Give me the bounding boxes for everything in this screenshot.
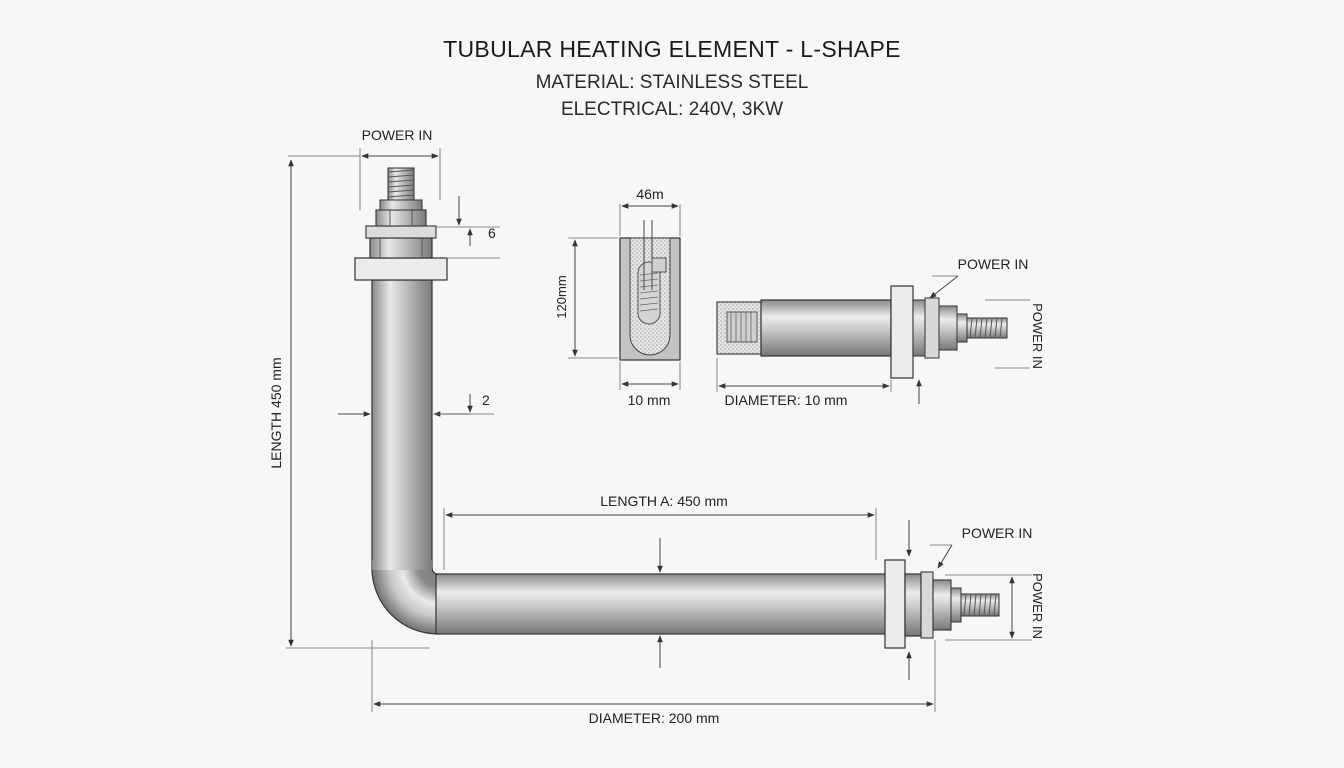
power-in-top-label: POWER IN <box>362 127 433 143</box>
top-terminal <box>354 167 448 281</box>
section-width-bottom-label: 10 mm <box>628 392 671 408</box>
diameter-detail-label: DIAMETER: 10 mm <box>725 392 848 408</box>
section-width-top-label: 46m <box>636 186 663 202</box>
l-shaped-tube <box>371 279 889 635</box>
power-in-bottom-vertical-label: POWER IN <box>1030 573 1045 639</box>
dim-2-label: 2 <box>482 392 490 408</box>
bottom-terminal <box>884 559 1000 649</box>
diameter-bottom-label: DIAMETER: 200 mm <box>589 710 720 726</box>
electrical-spec: ELECTRICAL: 240V, 3KW <box>560 99 784 120</box>
section-height-label: 120mm <box>554 275 569 318</box>
material-spec: MATERIAL: STAINLESS STEEL <box>535 72 809 93</box>
dim-6-label: 6 <box>488 225 496 241</box>
power-in-detail-label: POWER IN <box>958 256 1029 272</box>
cross-section-view <box>619 220 681 361</box>
length-a-label: LENGTH A: 450 mm <box>600 493 728 509</box>
vertical-length-label: LENGTH 450 mm <box>268 357 284 468</box>
power-in-detail-vertical-label: POWER IN <box>1030 303 1045 369</box>
power-in-bottom-label: POWER IN <box>962 525 1033 541</box>
diagram-title: TUBULAR HEATING ELEMENT - L-SHAPE <box>443 36 901 62</box>
dimension-lines <box>286 148 1032 712</box>
detail-side-view <box>716 285 1008 379</box>
